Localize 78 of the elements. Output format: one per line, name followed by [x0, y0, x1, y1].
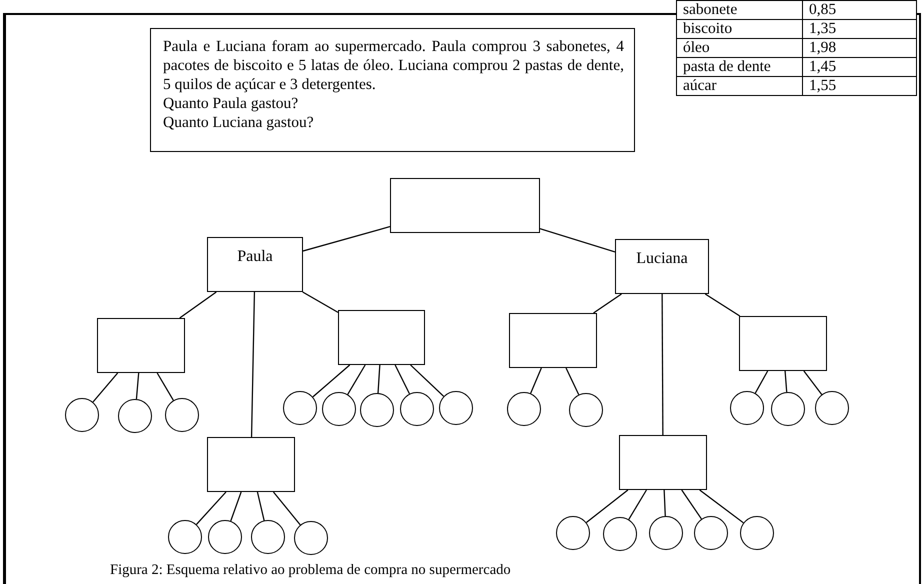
empty-box: [509, 313, 597, 368]
connector-line: [256, 492, 265, 521]
problem-text-box: [150, 28, 635, 152]
connector-line: [156, 372, 174, 401]
empty-circle: [360, 393, 394, 427]
connector-line: [230, 492, 242, 522]
connector-line: [347, 364, 366, 395]
empty-circle: [283, 391, 317, 425]
connector-line: [699, 490, 744, 524]
table-cell: aúcar: [677, 77, 803, 96]
empty-circle: [740, 516, 774, 550]
empty-box: [207, 437, 295, 492]
empty-circle: [322, 392, 356, 426]
table-cell: biscoito: [677, 20, 803, 39]
empty-circle: [208, 520, 242, 554]
table-cell: pasta de dente: [677, 58, 803, 77]
connector-line: [136, 372, 140, 400]
empty-circle: [294, 521, 328, 555]
connector-line: [681, 490, 702, 520]
empty-circle: [165, 398, 199, 432]
name-box: [615, 239, 709, 294]
empty-box: [97, 318, 185, 373]
name-box: [207, 237, 303, 292]
table-cell: 1,35: [803, 20, 917, 39]
connector-line: [410, 364, 444, 397]
table-cell: 1,45: [803, 58, 917, 77]
connector-line: [803, 370, 822, 395]
empty-circle: [649, 516, 683, 550]
empty-circle: [603, 517, 637, 551]
table-cell: 1,55: [803, 77, 917, 96]
connector-line: [302, 291, 338, 313]
connector-line: [754, 370, 768, 394]
connector-line: [250, 292, 256, 438]
connector-line: [394, 364, 410, 394]
empty-circle: [168, 520, 202, 554]
connector-line: [784, 370, 788, 392]
connector-line: [302, 226, 390, 252]
empty-box: [338, 310, 425, 365]
empty-box: [619, 435, 707, 490]
empty-circle: [730, 391, 764, 425]
connector-line: [586, 490, 628, 523]
connector-line: [179, 292, 217, 318]
connector-line: [272, 492, 301, 526]
figure-caption: Figura 2: Esquema relativo ao problema de compra no supermercado: [110, 562, 511, 579]
problem-text: Paula e Luciana foram ao supermercado. Paula comprou 3 sabonetes, 4 pacotes de biscoito e 5 latas de óleo. Luciana comprou 2 pastas de dente, 5 quilos de açúcar e 3 detergentes.: [163, 37, 624, 94]
connector-line: [593, 294, 622, 314]
empty-circle: [556, 516, 590, 550]
empty-circle: [118, 399, 152, 433]
empty-box: [390, 178, 540, 233]
question-text: Quanto Paula gastou?: [163, 94, 300, 113]
connector-line: [662, 294, 664, 435]
connector-line: [704, 294, 740, 316]
empty-box: [739, 316, 827, 371]
table-cell: sabonete: [677, 1, 803, 20]
empty-circle: [815, 391, 849, 425]
empty-circle: [251, 520, 285, 554]
connector-line: [377, 364, 380, 394]
connector-line: [664, 490, 666, 516]
connector-line: [92, 372, 118, 402]
connector-line: [530, 368, 542, 394]
name-label: Luciana: [636, 250, 688, 268]
empty-circle: [569, 393, 603, 427]
question-text: Quanto Luciana gastou?: [163, 113, 315, 132]
empty-circle: [507, 392, 541, 426]
connector-line: [566, 368, 580, 395]
connector-line: [312, 364, 350, 398]
empty-circle: [400, 392, 434, 426]
table-cell: 0,85: [803, 1, 917, 20]
table-cell: óleo: [677, 39, 803, 58]
empty-circle: [439, 391, 473, 425]
table-cell: 1,98: [803, 39, 917, 58]
empty-circle: [65, 398, 99, 432]
connector-line: [540, 228, 616, 253]
empty-circle: [694, 516, 728, 550]
connector-line: [628, 490, 647, 520]
empty-circle: [771, 392, 805, 426]
connector-line: [196, 492, 226, 525]
name-label: Paula: [237, 248, 273, 266]
